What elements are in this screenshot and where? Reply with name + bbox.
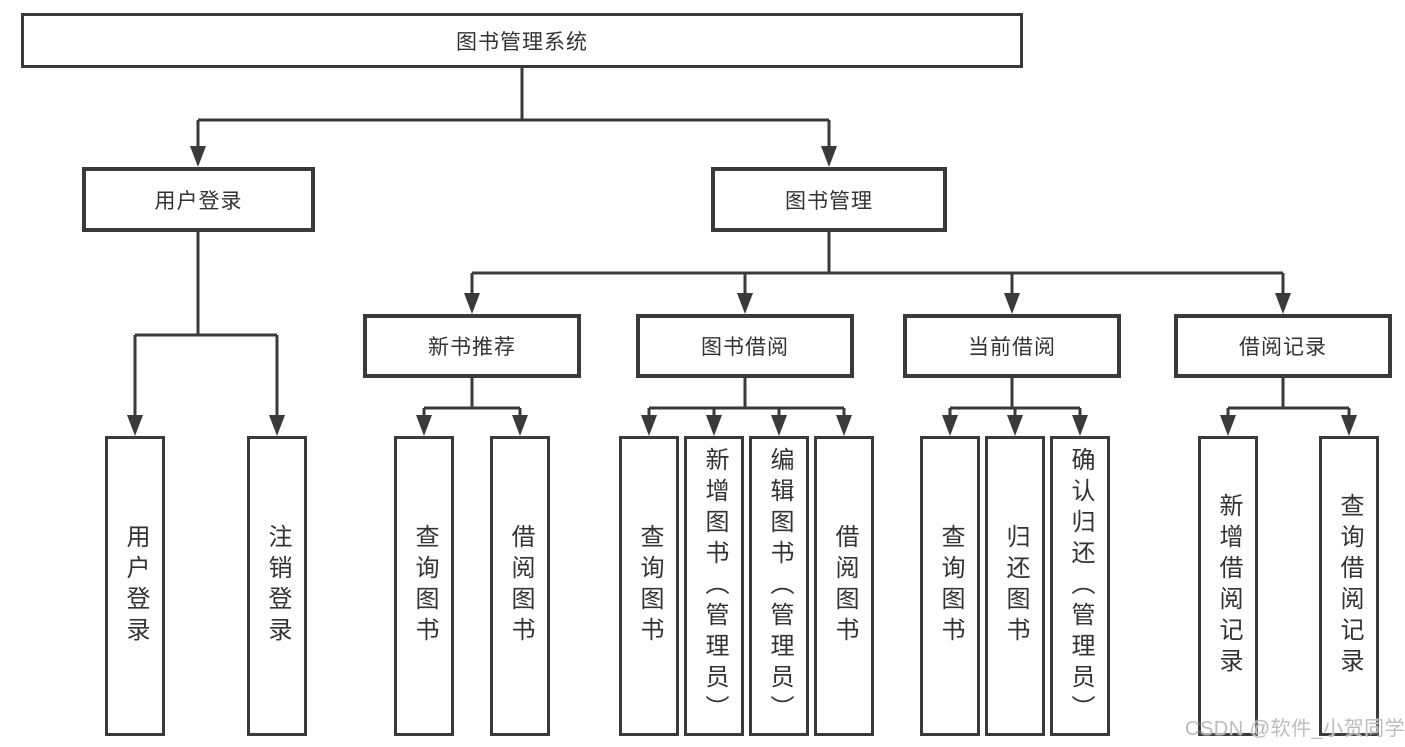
- leaf-query-books-current-label: 查询图书: [937, 524, 964, 648]
- leaf-query-books-current: 查询图书: [920, 436, 980, 736]
- node-borrowing-records: 借阅记录: [1174, 314, 1392, 378]
- leaf-confirm-return-admin-label: 确认归还（管理员）: [1067, 446, 1094, 726]
- node-borrowing-records-label: 借阅记录: [1239, 336, 1327, 359]
- leaf-query-books-borrow-label: 查询图书: [636, 524, 663, 648]
- leaf-borrow-books-rec: 借阅图书: [490, 436, 550, 736]
- node-book-borrowing-label: 图书借阅: [701, 336, 789, 359]
- node-current-borrowing-label: 当前借阅: [968, 336, 1056, 359]
- leaf-add-book-admin-label: 新增图书（管理员）: [701, 446, 728, 726]
- connector-root-to-level2: [196, 67, 831, 150]
- leaf-borrow-books-rec-label: 借阅图书: [507, 524, 534, 648]
- node-book-management: 图书管理: [711, 167, 947, 232]
- connector-book-management-to-level3: [470, 232, 1285, 297]
- leaf-logout: 注销登录: [247, 436, 307, 736]
- connector-book-borrow-to-leaves: [647, 378, 846, 419]
- connector-user-login-to-leaves: [133, 232, 279, 419]
- leaf-query-books-rec: 查询图书: [394, 436, 454, 736]
- connector-borrow-records-to-leaves: [1226, 378, 1351, 419]
- leaf-edit-book-admin-label: 编辑图书（管理员）: [766, 446, 793, 726]
- node-library-system: 图书管理系统: [21, 13, 1023, 68]
- leaf-query-borrow-record-label: 查询借阅记录: [1336, 493, 1363, 679]
- node-user-login-label: 用户登录: [154, 189, 243, 213]
- leaf-add-book-admin: 新增图书（管理员）: [684, 436, 744, 736]
- leaf-query-books-borrow: 查询图书: [619, 436, 679, 736]
- arrowheads: [127, 146, 1357, 436]
- leaf-confirm-return-admin: 确认归还（管理员）: [1050, 436, 1110, 736]
- leaf-query-books-rec-label: 查询图书: [411, 524, 438, 648]
- node-library-system-label: 图书管理系统: [456, 30, 588, 54]
- leaf-return-books: 归还图书: [985, 436, 1045, 736]
- leaf-return-books-label: 归还图书: [1002, 524, 1029, 648]
- node-new-book-recommendation: 新书推荐: [363, 314, 581, 378]
- leaf-user-login-label: 用户登录: [122, 524, 149, 648]
- leaf-borrow-books: 借阅图书: [814, 436, 874, 736]
- csdn-watermark: CSDN @软件_小贺同学: [1185, 718, 1405, 740]
- node-book-borrowing: 图书借阅: [636, 314, 854, 378]
- node-book-management-label: 图书管理: [785, 189, 873, 213]
- leaf-add-borrow-record-label: 新增借阅记录: [1215, 493, 1242, 679]
- connector-current-borrow-to-leaves: [948, 378, 1082, 419]
- connector-new-book-rec-to-leaves: [422, 378, 522, 419]
- leaf-add-borrow-record: 新增借阅记录: [1198, 436, 1258, 736]
- leaf-borrow-books-label: 借阅图书: [831, 524, 858, 648]
- leaf-query-borrow-record: 查询借阅记录: [1319, 436, 1379, 736]
- leaf-user-login: 用户登录: [105, 436, 165, 736]
- node-new-book-recommendation-label: 新书推荐: [428, 336, 516, 359]
- leaf-logout-label: 注销登录: [264, 524, 291, 648]
- node-current-borrowing: 当前借阅: [903, 314, 1121, 378]
- leaf-edit-book-admin: 编辑图书（管理员）: [749, 436, 809, 736]
- node-user-login: 用户登录: [82, 167, 315, 232]
